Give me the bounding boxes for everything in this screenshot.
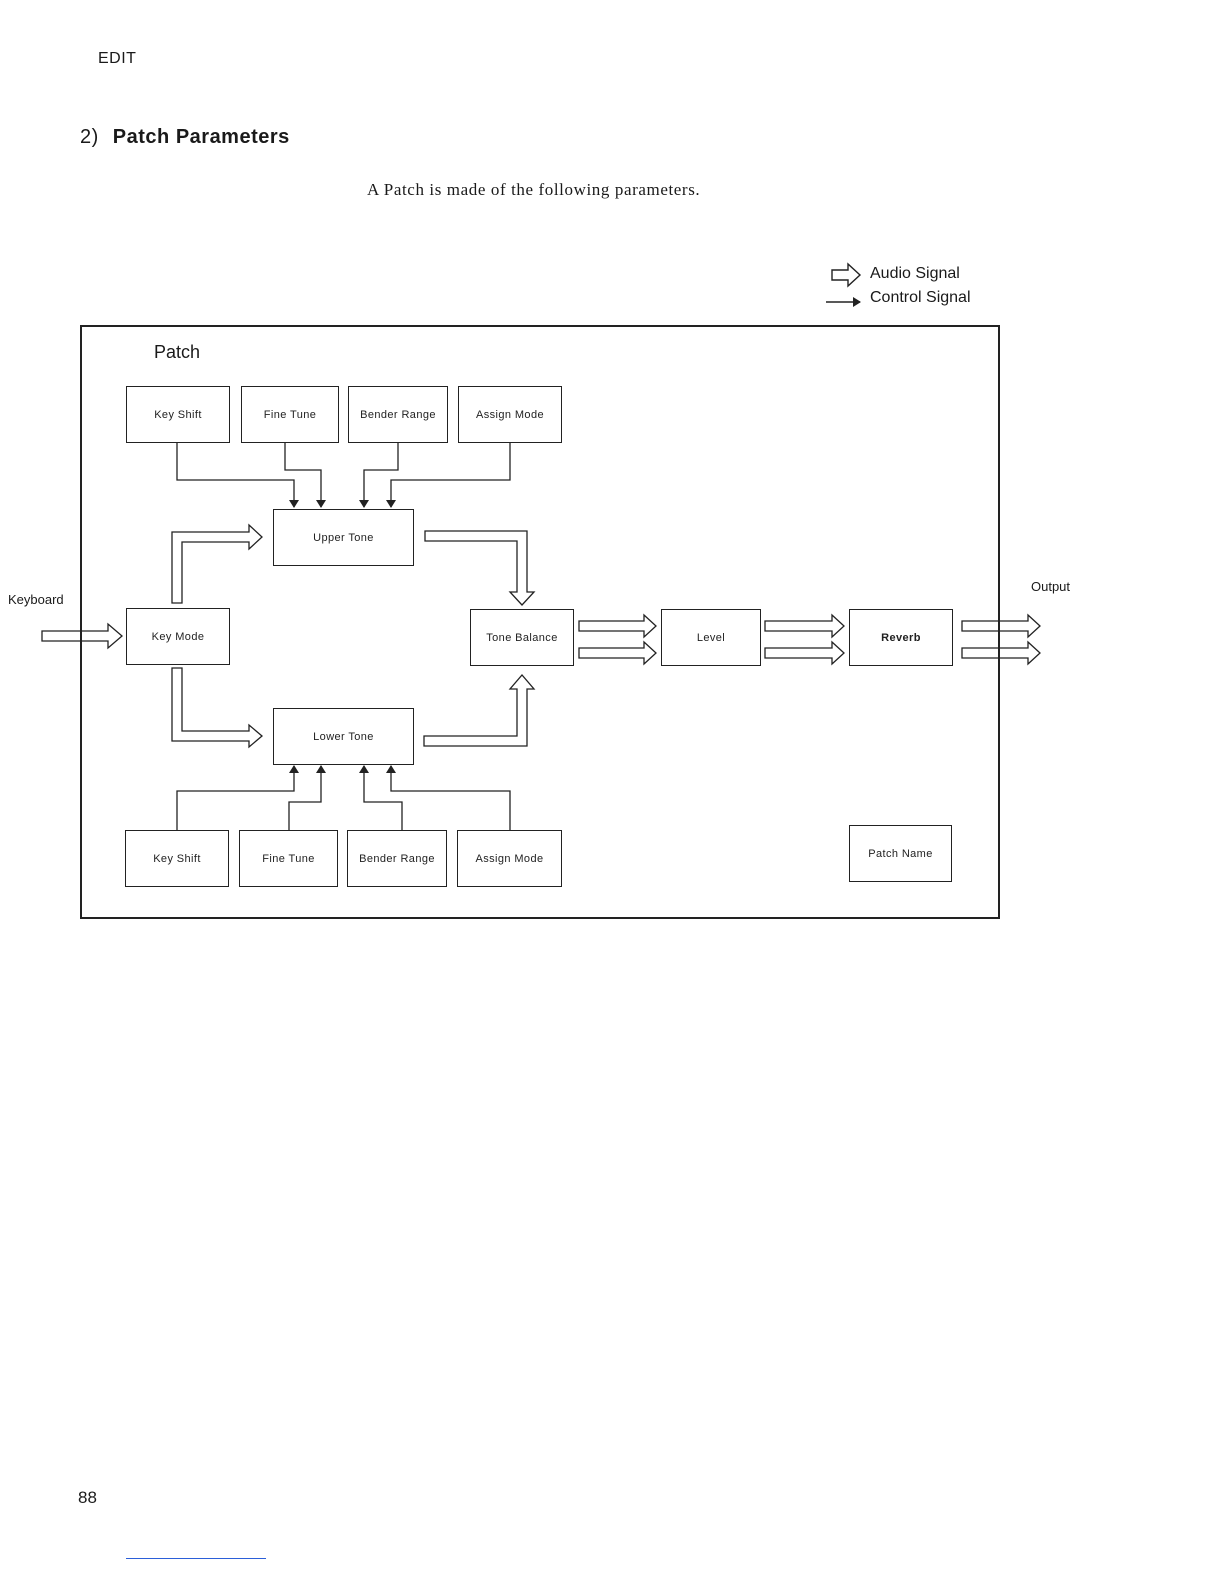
lower-tone-box: Lower Tone: [273, 708, 414, 765]
page-number: 88: [78, 1488, 97, 1508]
control-line-upper-fine-tune: [285, 443, 321, 507]
level-box: Level: [661, 609, 761, 666]
audio-arrow-level-to-reverb-b: [765, 642, 844, 664]
control-line-lower-assign-mode: [391, 766, 510, 830]
patch-name-box: Patch Name: [849, 825, 952, 882]
audio-arrow-lower-to-balance: [424, 675, 534, 746]
control-line-lower-key-shift: [177, 766, 294, 830]
lower-bender-range-box: Bender Range: [347, 830, 447, 887]
upper-key-shift-box: Key Shift: [126, 386, 230, 443]
audio-arrow-level-to-reverb-a: [765, 615, 844, 637]
reverb-box: Reverb: [849, 609, 953, 666]
tone-balance-box: Tone Balance: [470, 609, 574, 666]
audio-arrow-keymode-to-lower: [172, 668, 262, 747]
output-label: Output: [1031, 579, 1070, 594]
control-line-upper-bender-range: [364, 443, 398, 507]
lower-fine-tune-box: Fine Tune: [239, 830, 338, 887]
audio-arrow-balance-to-level-b: [579, 642, 656, 664]
key-mode-box: Key Mode: [126, 608, 230, 665]
audio-arrow-keymode-to-upper: [172, 525, 262, 603]
control-line-upper-assign-mode: [391, 443, 510, 507]
control-line-lower-bender-range: [364, 766, 402, 830]
upper-bender-range-box: Bender Range: [348, 386, 448, 443]
audio-arrow-balance-to-level-a: [579, 615, 656, 637]
audio-arrow-upper-to-balance: [425, 531, 534, 605]
lower-assign-mode-box: Assign Mode: [457, 830, 562, 887]
lower-key-shift-box: Key Shift: [125, 830, 229, 887]
control-line-upper-key-shift: [177, 443, 294, 507]
audio-arrow-output-b: [962, 642, 1040, 664]
footer-rule: [126, 1558, 266, 1559]
audio-arrow-output-a: [962, 615, 1040, 637]
upper-fine-tune-box: Fine Tune: [241, 386, 339, 443]
upper-assign-mode-box: Assign Mode: [458, 386, 562, 443]
upper-tone-box: Upper Tone: [273, 509, 414, 566]
legend-audio-arrow-icon: [832, 264, 860, 286]
audio-arrow-keyboard-in: [42, 624, 122, 648]
keyboard-input-label: Keyboard: [8, 592, 64, 607]
